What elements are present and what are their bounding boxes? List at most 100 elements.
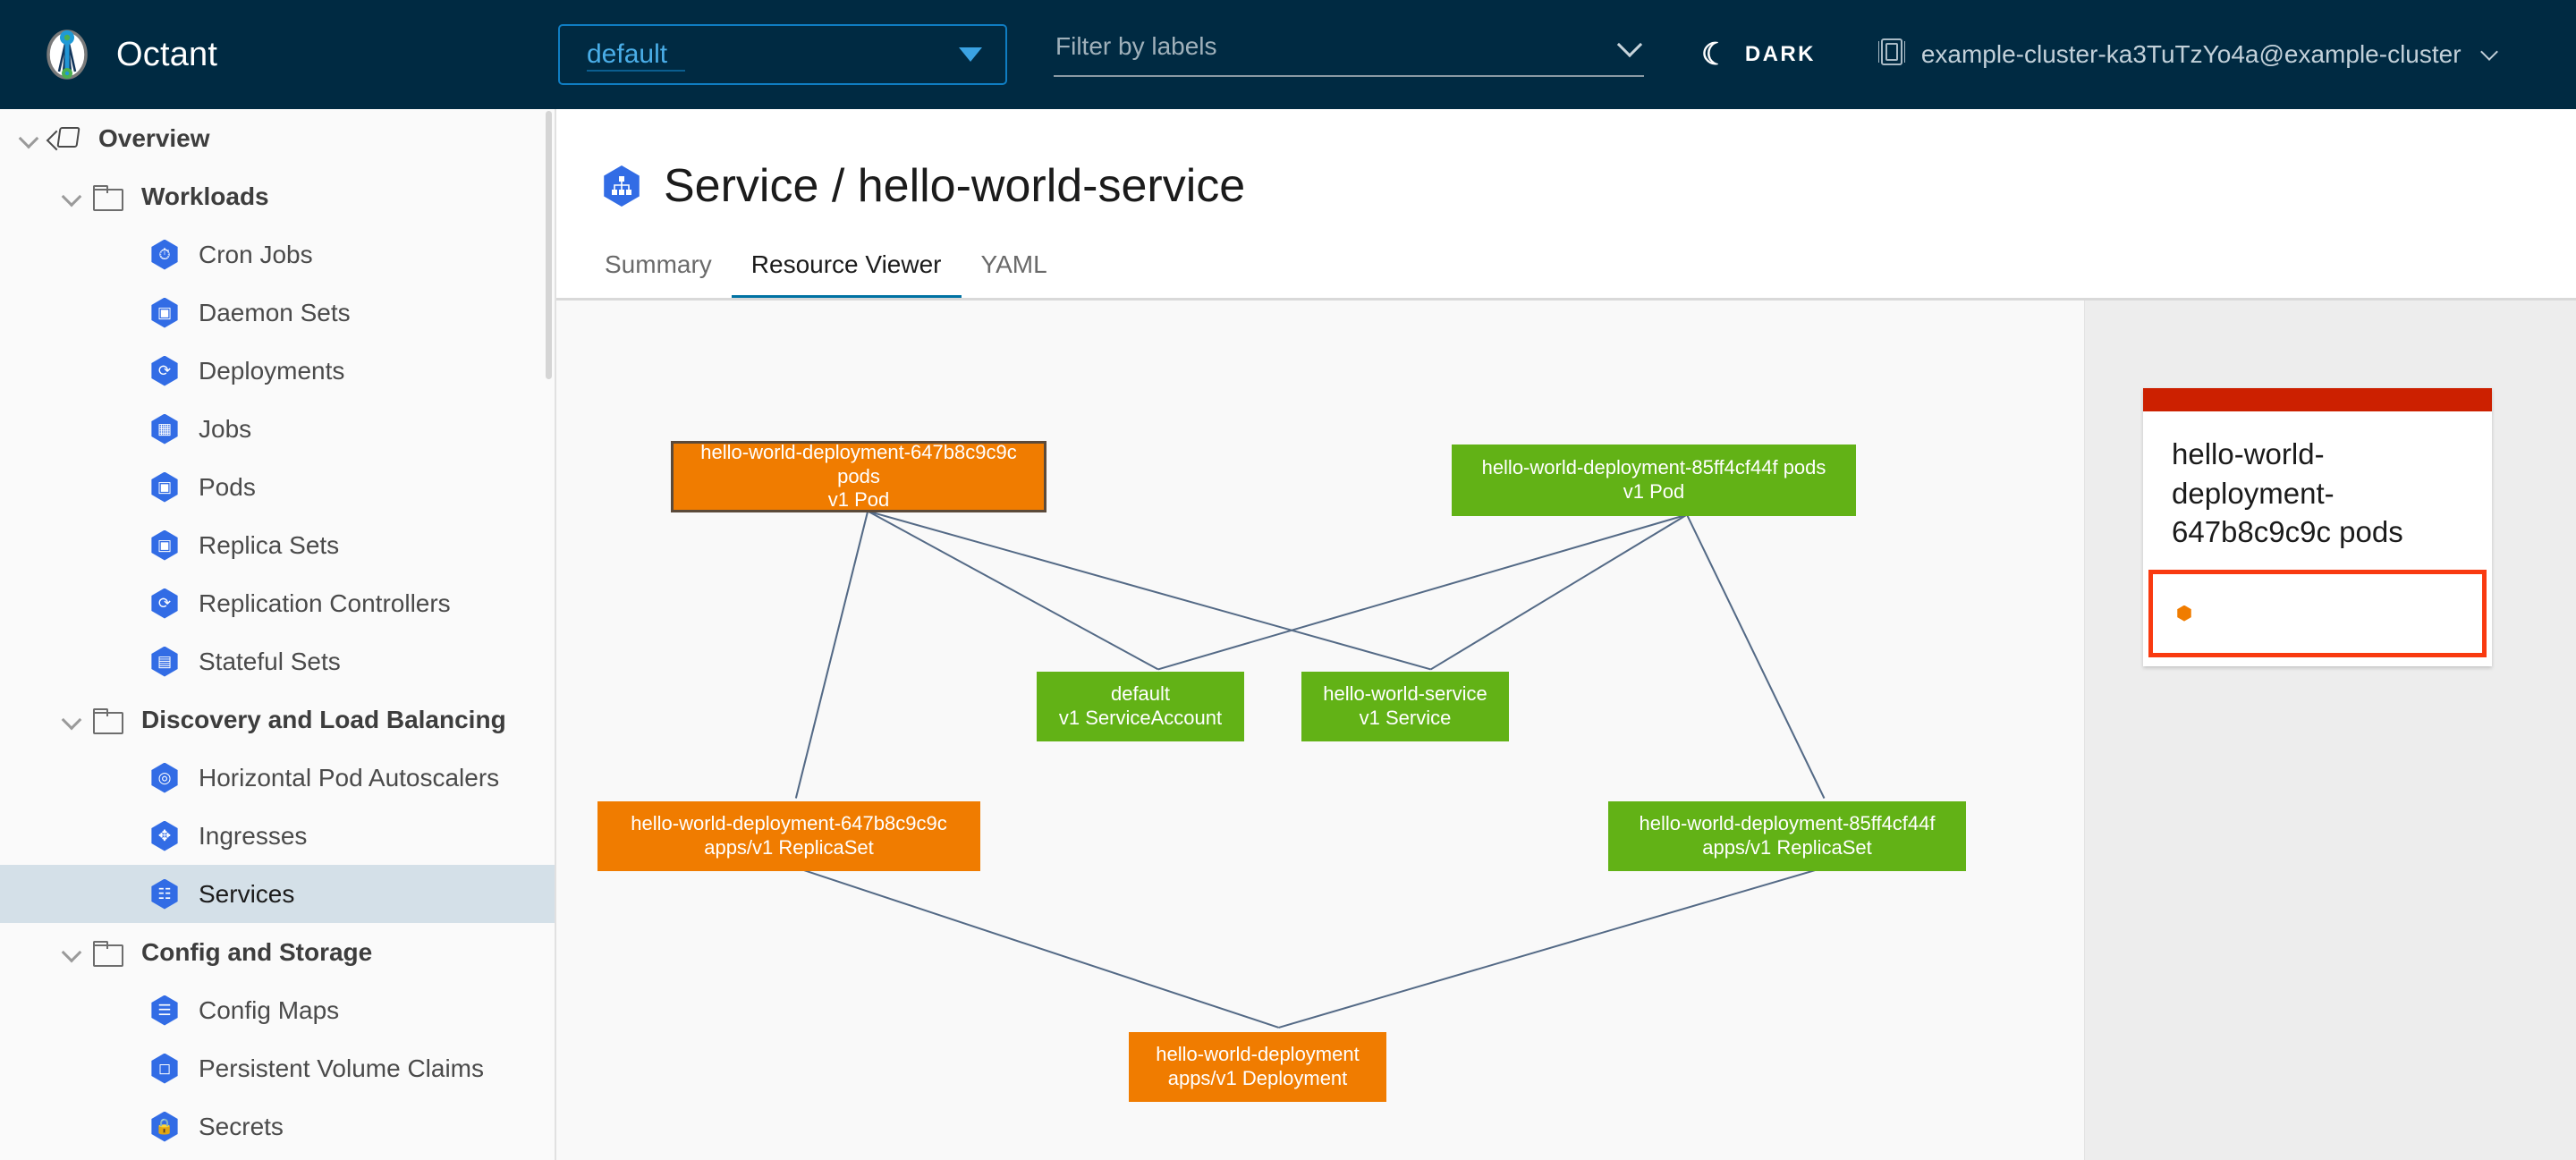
k8s-statefulset-icon: ▤ [147, 644, 182, 680]
sidebar-item-label: Services [199, 879, 295, 908]
sidebar-item-label: Replication Controllers [199, 588, 451, 617]
sidebar-item-deployments[interactable]: ⟳ Deployments [0, 342, 555, 400]
k8s-service-icon [604, 165, 640, 207]
graph-edge [1430, 513, 1688, 671]
sidebar-item-label: Config Maps [199, 995, 340, 1024]
tab-resource-viewer[interactable]: Resource Viewer [731, 250, 962, 301]
detail-panel: hello-world-deployment-647b8c9c9c pods [2084, 301, 2576, 1160]
graph-edge [1278, 867, 1825, 1029]
sidebar-item-stateful-sets[interactable]: ▤ Stateful Sets [0, 632, 555, 690]
k8s-job-icon: ▦ [147, 411, 182, 447]
k8s-service-icon: ☷ [147, 876, 182, 912]
caret-down-icon [959, 47, 982, 62]
label-filter-input[interactable] [1054, 32, 1644, 77]
sidebar-item-persistent-volume-claims[interactable]: ◻Persistent Volume Claims [0, 1039, 555, 1097]
sidebar-item-pods[interactable]: ▣Pods [0, 458, 555, 516]
sidebar-item-label: Discovery and Load Balancing [141, 705, 506, 733]
graph-node-name: hello-world-deployment [1156, 1043, 1360, 1066]
sidebar-item-horizontal-pod-autoscalers[interactable]: ◎ Horizontal Pod Autoscalers [0, 749, 555, 807]
tab-divider [556, 298, 2576, 301]
sidebar-item-label: Workloads [141, 182, 269, 210]
sidebar-item-cron-jobs[interactable]: ⏱ Cron Jobs [0, 225, 555, 284]
chevron-down-icon[interactable] [14, 123, 47, 155]
tab-summary[interactable]: Summary [605, 250, 712, 278]
k8s-secret-icon: 🔒 [147, 1109, 182, 1145]
sidebar-item-overview[interactable]: Overview [0, 109, 555, 167]
detail-card[interactable]: hello-world-deployment-647b8c9c9c pods [2143, 388, 2492, 666]
sidebar-item-label: Stateful Sets [199, 647, 341, 675]
brand[interactable]: Octant [39, 27, 558, 82]
sidebar-item-secrets[interactable]: 🔒Secrets [0, 1097, 555, 1156]
k8s-cronjob-icon: ⏱ [147, 237, 182, 273]
chevron-down-icon[interactable] [57, 704, 89, 736]
namespace-select[interactable]: default [558, 24, 1007, 85]
chevron-down-icon[interactable] [57, 181, 89, 213]
page-title: Service / hello-world-service [664, 160, 1246, 212]
main-content: Service / hello-world-service Summary Res… [556, 109, 2576, 1160]
overview-icon [47, 121, 82, 157]
label-filter[interactable] [1054, 31, 1644, 77]
k8s-daemonset-icon: ▣ [147, 295, 182, 331]
sidebar-scrollbar[interactable] [546, 111, 552, 379]
sidebar-item-label: Horizontal Pod Autoscalers [199, 763, 500, 792]
sidebar-item-config-maps[interactable]: ☰ Config Maps [0, 981, 555, 1039]
detail-card-accent-bar [2143, 388, 2492, 411]
chevron-down-icon[interactable] [57, 936, 89, 969]
folder-icon [89, 935, 125, 970]
graph-edge [794, 511, 869, 799]
detail-card-title: hello-world-deployment-647b8c9c9c pods [2172, 437, 2403, 549]
k8s-hpa-icon: ◎ [147, 760, 182, 796]
k8s-rc-icon: ⟳ [147, 586, 182, 622]
sidebar-item-workloads[interactable]: Workloads [0, 167, 555, 225]
sidebar-item-replica-sets[interactable]: ▣Replica Sets [0, 516, 555, 574]
theme-toggle-label: DARK [1744, 42, 1816, 66]
graph-node-name: hello-world-deployment-647b8c9c9c [631, 812, 947, 835]
graph-node-kind: v1 Pod [1623, 480, 1685, 503]
detail-card-status-box [2148, 569, 2487, 657]
sidebar-item-config-and-storage[interactable]: Config and Storage [0, 923, 555, 981]
theme-toggle-button[interactable]: ☾ DARK [1701, 39, 1816, 70]
sidebar-item-label: Jobs [199, 414, 252, 443]
cluster-context-label: example-cluster-ka3TuTzYo4a@example-clus… [1920, 40, 2462, 68]
graph-edge [795, 867, 1279, 1029]
sidebar-item-jobs[interactable]: ▦ Jobs [0, 400, 555, 458]
graph-node-kind: v1 Pod [827, 488, 890, 512]
octant-logo-icon [39, 27, 95, 82]
graph-node-kind: apps/v1 ReplicaSet [1702, 836, 1872, 859]
k8s-deployment-icon: ⟳ [147, 353, 182, 389]
graph-node-name: hello-world-deployment-647b8c9c9c pods [700, 440, 1017, 487]
tab-bar: Summary Resource Viewer YAML [603, 250, 2576, 301]
graph-node-kind: apps/v1 ReplicaSet [704, 836, 874, 859]
sidebar-item-ingresses[interactable]: ✥Ingresses [0, 807, 555, 865]
cluster-context-select[interactable]: example-cluster-ka3TuTzYo4a@example-clus… [1877, 37, 2498, 73]
sidebar-item-label: Replica Sets [199, 530, 340, 559]
main-header: Service / hello-world-service Summary Res… [556, 109, 2576, 301]
sidebar-item-services[interactable]: ☷ Services [0, 865, 555, 923]
sidebar-item-label: Cron Jobs [199, 240, 313, 268]
graph-edges [794, 510, 1826, 1029]
sidebar-item-label: Overview [98, 123, 210, 152]
k8s-configmap-icon: ☰ [147, 993, 182, 1029]
sidebar-item-discovery-and-load-balancing[interactable]: Discovery and Load Balancing [0, 690, 555, 749]
tab-yaml[interactable]: YAML [980, 250, 1047, 278]
graph-edge [1157, 513, 1688, 671]
sidebar-item-label: Deployments [199, 356, 345, 385]
graph-node-name: hello-world-deployment-85ff4cf44f [1639, 812, 1936, 835]
sidebar-item-replication-controllers[interactable]: ⟳ Replication Controllers [0, 574, 555, 632]
sidebar-item-daemon-sets[interactable]: ▣Daemon Sets [0, 284, 555, 342]
graph-node-name: hello-world-service [1323, 682, 1487, 706]
folder-icon [89, 702, 125, 738]
graph-edge [867, 510, 1159, 671]
